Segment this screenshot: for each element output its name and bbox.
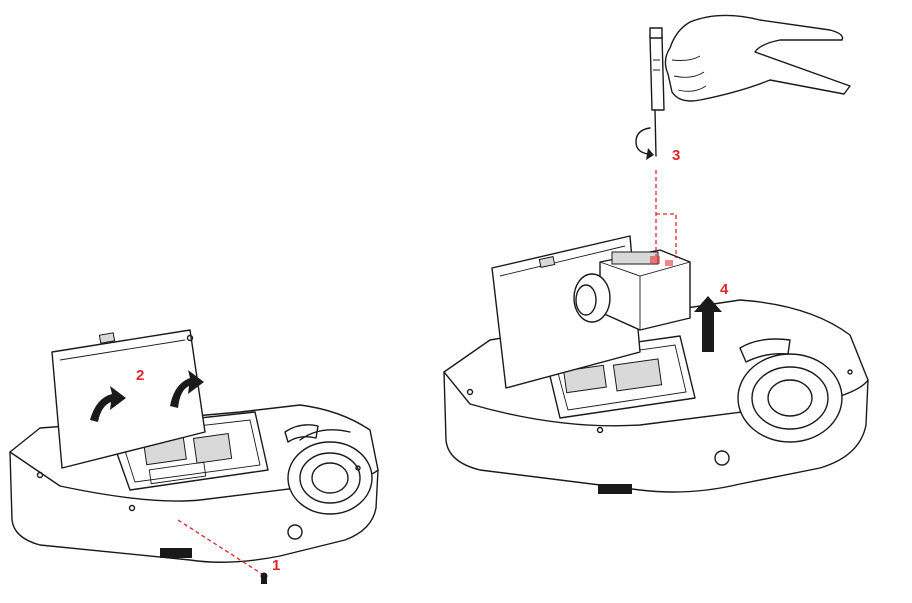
curved-arrow-icon [170,370,204,408]
step-label-1: 1 [272,557,280,574]
up-arrow-icon [694,296,722,352]
curved-arrow-icon [90,386,126,422]
right-projector [443,235,869,494]
rotate-ccw-arrowhead [646,148,654,160]
step1-guide-line [177,519,263,575]
step3-guide-line [655,170,677,258]
rotate-ccw-icon [635,127,651,155]
lamp-module [573,249,691,331]
step-label-3: 3 [672,147,680,164]
step-label-4: 4 [720,281,729,298]
left-projector [9,329,379,584]
step-label-2: 2 [136,367,144,384]
hand-with-screwdriver [649,14,851,157]
screw-icon [260,572,268,584]
